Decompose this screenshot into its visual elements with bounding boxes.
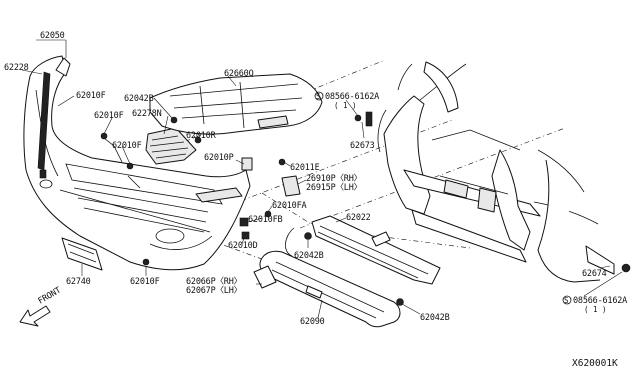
label-bolt-bottom-qty: ( 1 ) xyxy=(584,305,607,314)
label-62010F-4: 62010F xyxy=(130,277,160,287)
front-bumper-fascia xyxy=(23,55,251,271)
clip-62011E xyxy=(278,158,286,166)
part-labels: 62050 62228 62010F 62010F 62010F 62042B … xyxy=(4,31,627,369)
label-62090: 62090 xyxy=(300,317,325,327)
construction-lines xyxy=(99,59,566,263)
label-62278N: 62278N xyxy=(132,109,162,119)
front-label: FRONT xyxy=(37,286,63,307)
clip-62010FB xyxy=(239,217,249,227)
energy-absorber xyxy=(259,250,401,328)
label-62042B-1: 62042B xyxy=(124,94,154,104)
svg-text:S: S xyxy=(316,92,321,101)
label-62042B-3: 62042B xyxy=(420,313,450,323)
label-26910P: 26910P〈RH〉 xyxy=(306,174,362,184)
license-plate-bracket xyxy=(61,237,103,271)
wire-clip xyxy=(285,227,295,257)
leader-lines xyxy=(21,39,623,319)
bumper-reinforcement xyxy=(311,215,441,285)
fog-lamp-bracket xyxy=(281,175,301,197)
radiator-upper-cover xyxy=(149,73,323,135)
clip-62010F-b xyxy=(126,162,134,170)
bolt-symbol-bottom xyxy=(562,295,572,305)
label-bolt-bottom: 08566-6162A xyxy=(573,296,627,306)
label-62010F-2: 62010F xyxy=(94,111,124,121)
clip-62010FA xyxy=(264,210,272,218)
label-62010P: 62010P xyxy=(204,153,234,163)
label-62022: 62022 xyxy=(346,213,371,223)
label-62050: 62050 xyxy=(40,31,65,41)
label-62067P: 62067P〈LH〉 xyxy=(186,286,242,296)
radiator-core-support xyxy=(354,61,631,283)
svg-text:S: S xyxy=(564,296,569,305)
label-62740: 62740 xyxy=(66,277,91,287)
label-62660Q: 62660Q xyxy=(224,69,254,79)
clip-62042B-b xyxy=(304,232,312,240)
label-bolt-top: 08566-6162A xyxy=(325,92,379,102)
clip-62010P xyxy=(241,157,253,171)
label-62042B-2: 62042B xyxy=(294,251,324,261)
clip-62010D xyxy=(241,231,250,240)
label-62673: 62673 xyxy=(350,141,375,151)
front-arrow: FRONT xyxy=(19,286,63,327)
clip-62010F-a xyxy=(100,132,108,140)
clip-62042B-a xyxy=(170,116,178,124)
label-bolt-top-qty: ( 1 ) xyxy=(334,101,357,110)
label-62010F-3: 62010F xyxy=(112,141,142,151)
bolt-symbol-top xyxy=(314,91,324,101)
bolt-markers: S S xyxy=(314,91,572,305)
label-62010FA: 62010FA xyxy=(272,201,307,211)
label-62674: 62674 xyxy=(582,269,607,279)
fasteners xyxy=(100,116,404,306)
side-bracket-62066P xyxy=(253,265,277,289)
side-bracket-62228 xyxy=(37,57,71,179)
clip-62010F-c xyxy=(142,258,150,266)
diagram-reference: X620001K xyxy=(572,358,618,369)
label-62010D: 62010D xyxy=(228,241,258,251)
label-62010FB: 62010FB xyxy=(248,215,283,225)
label-26915P: 26915P〈LH〉 xyxy=(306,183,362,193)
label-62066P: 62066P〈RH〉 xyxy=(186,277,242,287)
label-62010R: 62010R xyxy=(186,131,217,141)
label-62011E: 62011E xyxy=(290,163,320,173)
label-62010F-1: 62010F xyxy=(76,91,106,101)
clip-62042B-c xyxy=(396,298,404,306)
label-62228: 62228 xyxy=(4,63,29,73)
